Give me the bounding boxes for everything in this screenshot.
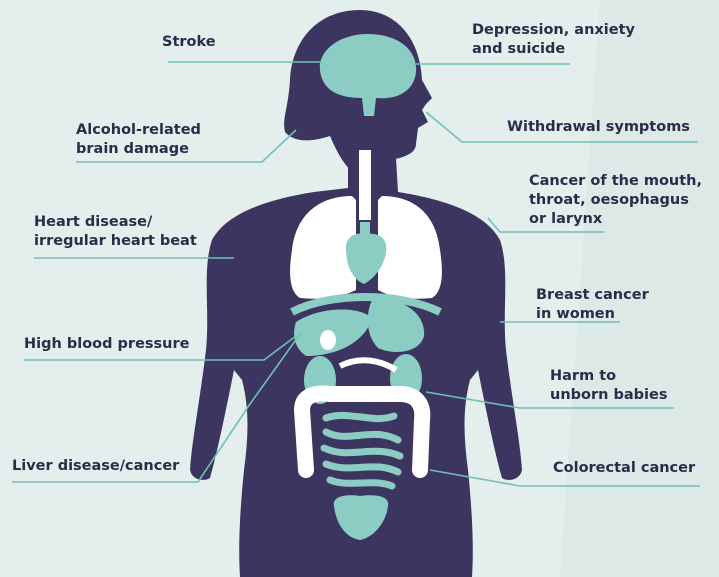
label-colorectal-line-1: Colorectal cancer bbox=[553, 459, 695, 478]
label-unborn-line-2: unborn babies bbox=[550, 386, 668, 405]
label-breast-line-1: Breast cancer bbox=[536, 286, 649, 305]
label-stroke: Stroke bbox=[162, 33, 216, 52]
label-withdrawal-line-1: Withdrawal symptoms bbox=[507, 118, 690, 137]
label-heart-line-2: irregular heart beat bbox=[34, 232, 197, 251]
label-alcohol-brain-line-2: brain damage bbox=[76, 140, 201, 159]
label-mouth-cancer-line-3: or larynx bbox=[529, 210, 702, 229]
label-blood-pressure-line-1: High blood pressure bbox=[24, 335, 190, 354]
label-heart: Heart disease/ irregular heart beat bbox=[34, 213, 197, 251]
label-mouth-cancer: Cancer of the mouth, throat, oesophagus … bbox=[529, 172, 702, 229]
label-colorectal: Colorectal cancer bbox=[553, 459, 695, 478]
label-breast-line-2: in women bbox=[536, 305, 649, 324]
label-liver-line-1: Liver disease/cancer bbox=[12, 457, 179, 476]
label-stroke-line-1: Stroke bbox=[162, 33, 216, 52]
label-depression-line-2: and suicide bbox=[472, 40, 635, 59]
label-alcohol-brain-line-1: Alcohol-related bbox=[76, 121, 201, 140]
label-breast: Breast cancer in women bbox=[536, 286, 649, 324]
label-blood-pressure: High blood pressure bbox=[24, 335, 190, 354]
trachea bbox=[359, 150, 371, 220]
label-mouth-cancer-line-1: Cancer of the mouth, bbox=[529, 172, 702, 191]
label-depression-line-1: Depression, anxiety bbox=[472, 21, 635, 40]
label-unborn: Harm to unborn babies bbox=[550, 367, 668, 405]
gallbladder bbox=[320, 330, 336, 350]
aorta bbox=[360, 222, 370, 238]
label-heart-line-1: Heart disease/ bbox=[34, 213, 197, 232]
label-withdrawal: Withdrawal symptoms bbox=[507, 118, 690, 137]
label-mouth-cancer-line-2: throat, oesophagus bbox=[529, 191, 702, 210]
label-alcohol-brain: Alcohol-related brain damage bbox=[76, 121, 201, 159]
label-unborn-line-1: Harm to bbox=[550, 367, 668, 386]
label-liver: Liver disease/cancer bbox=[12, 457, 179, 476]
label-depression: Depression, anxiety and suicide bbox=[472, 21, 635, 59]
